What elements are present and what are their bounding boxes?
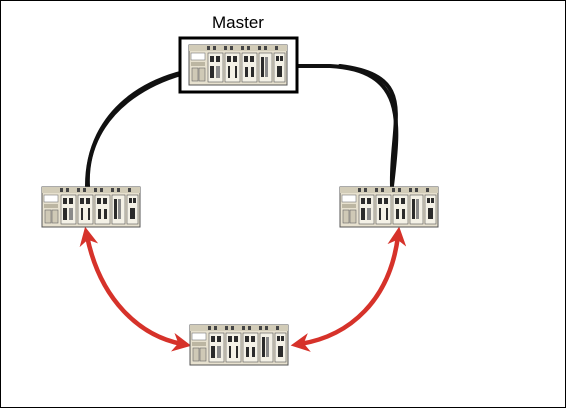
left-switch-icon <box>41 186 141 228</box>
master-label: Master <box>212 13 264 32</box>
master-switch-icon <box>188 44 288 86</box>
left-bidirectional-arrow <box>79 226 192 352</box>
bottom-switch-icon <box>189 324 289 366</box>
right-bidirectional-arrow <box>290 226 407 352</box>
right-switch-icon <box>339 186 439 228</box>
